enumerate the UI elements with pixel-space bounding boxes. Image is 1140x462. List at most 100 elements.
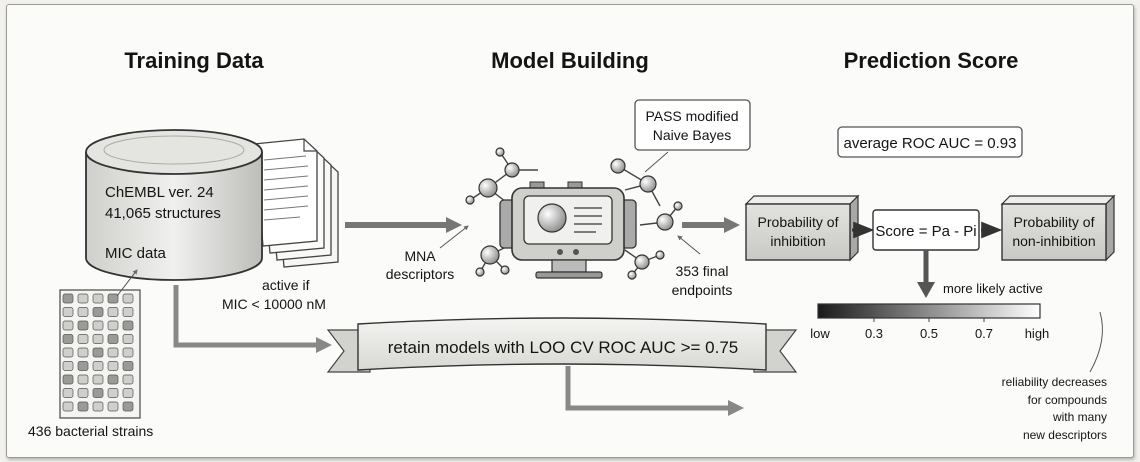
arrow-from-banner [565,366,730,411]
arrow-from-banner-head [728,400,744,416]
score-formula: Score = Pa - Pi [875,223,976,240]
prob-non-inhibition-line2: non-inhibition [1012,233,1095,249]
bacterial-strains-plate-icon [59,289,141,419]
database-structures: 41,065 structures [105,205,221,222]
arrow-model-to-prediction-head [724,217,740,233]
endpoints-line2: endpoints [672,282,733,298]
endpoints-pointer-arrow [677,235,701,255]
reliability-line3: with many [1052,410,1107,424]
banner-text: retain models with LOO CV ROC AUC >= 0.7… [388,338,739,357]
descriptors-label: descriptors [386,266,454,282]
heading-model-building: Model Building [491,48,649,73]
plate-well [92,401,104,412]
arrow-to-banner-head [316,337,332,353]
database-cylinder-icon [85,129,263,281]
plate-well [77,374,89,385]
plate-well [62,347,74,358]
plate-well [62,334,74,344]
plate-well [107,320,119,331]
plate-pointer-arrow [116,269,138,297]
plate-well [62,293,74,304]
endpoints-line1: 353 final [676,263,729,279]
plate-well [122,334,134,344]
plate-well [122,307,134,317]
arrow-score-down-head [917,282,935,298]
active-if-label: active if [262,277,310,293]
plate-well [107,374,119,385]
prob-inhibition-line1: Probability of [758,214,839,230]
atom-nodes [465,147,683,280]
pass-box-line2: Naive Bayes [653,127,732,143]
plate-well [92,374,104,385]
mna-pointer-arrow [439,225,469,249]
plate-well [77,388,89,398]
roc-auc-text: average ROC AUC = 0.93 [843,135,1016,152]
machine-icon [499,181,637,279]
bacterial-strains-label: 436 bacterial strains [28,423,153,439]
heading-prediction-score: Prediction Score [844,48,1019,73]
pass-box [634,99,751,151]
plate-well [77,401,89,412]
plate-well [77,320,89,331]
document-stack-icon [253,138,339,268]
arrow-data-to-model-head [446,217,462,233]
plate-well [62,307,74,317]
scale-label-high: high [1025,326,1050,341]
arrow-to-banner [173,285,318,348]
plate-well [122,347,134,358]
pass-pointer-line [644,151,669,173]
score-scale-bar [817,303,1041,319]
scale-label-0-3: 0.3 [865,326,883,341]
mic-threshold-label: MIC < 10000 nM [222,296,326,312]
database-name: ChEMBL ver. 24 [105,184,214,201]
plate-well [77,361,89,371]
more-likely-active-label: more likely active [943,281,1043,296]
plate-well [62,361,74,371]
plate-well [77,293,89,304]
scale-label-low: low [810,326,830,341]
retain-models-banner [326,317,798,373]
plate-well [77,307,89,317]
plate-well [77,334,89,344]
plate-well [107,347,119,358]
plate-well [107,361,119,371]
plate-well [92,388,104,398]
plate-well [122,388,134,398]
plate-well [92,293,104,304]
heading-training-data: Training Data [124,48,264,73]
plate-well [62,388,74,398]
probability-non-inhibition-box [1000,194,1116,262]
plate-well [107,293,119,304]
plate-well [92,320,104,331]
scale-label-0-7: 0.7 [975,326,993,341]
probability-inhibition-box [744,194,860,262]
plate-well [62,320,74,331]
plate-well [107,388,119,398]
reliability-line4: new descriptors [1023,428,1107,442]
plate-well [92,334,104,344]
plate-well [122,320,134,331]
pass-box-line1: PASS modified [645,108,738,124]
plate-well [62,401,74,412]
plate-well [122,401,134,412]
scale-label-0-5: 0.5 [920,326,938,341]
plate-well [92,361,104,371]
plate-well [77,347,89,358]
reliability-pointer-line [1089,311,1103,373]
reliability-line2: for compounds [1028,393,1107,407]
plate-well [92,307,104,317]
plate-well [122,293,134,304]
plate-well [107,401,119,412]
plate-well [122,374,134,385]
mna-label: MNA [404,248,436,264]
plate-well [122,361,134,371]
plate-well [92,347,104,358]
reliability-line1: reliability decreases [1002,375,1107,389]
prob-inhibition-line2: inhibition [770,233,825,249]
prob-non-inhibition-line1: Probability of [1014,214,1095,230]
database-mic-data: MIC data [105,245,167,262]
plate-well [62,374,74,385]
roc-auc-box [837,126,1023,158]
plate-well [107,334,119,344]
